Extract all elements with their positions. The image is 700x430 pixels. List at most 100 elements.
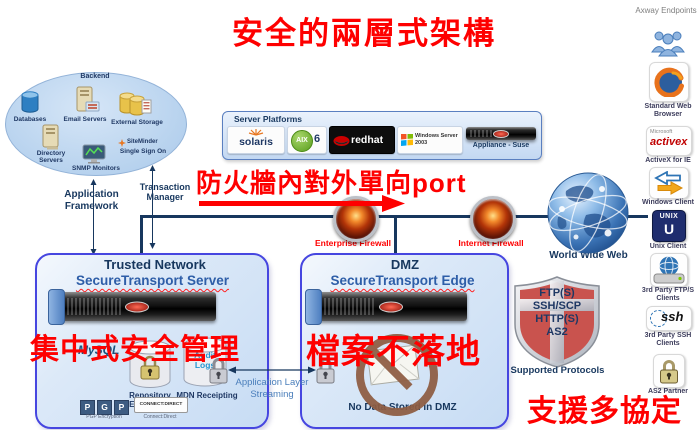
windows-client-tile: [649, 167, 689, 199]
suse-appliance-image: [466, 127, 536, 140]
pgp-letter: G: [97, 400, 112, 415]
solaris-sun-icon: [248, 129, 264, 136]
server-platforms-title: Server Platforms: [234, 114, 303, 124]
directory-servers-label: Directory Servers: [36, 150, 66, 165]
mdn-receipting-label: MDN Receipting: [176, 391, 238, 400]
protocol-https: HTTP(S): [535, 313, 579, 325]
internet-firewall-label: Internet Firewall: [458, 238, 524, 248]
unix-client-label: Unix Client: [649, 243, 687, 250]
gold-lock-icon: [660, 360, 678, 384]
central-management-annotation: 集中式安全管理: [30, 334, 241, 366]
transaction-manager-arrow: [149, 165, 156, 249]
solaris-tile: solaris: [227, 126, 285, 154]
microsoft-brand: Microsoft: [650, 129, 673, 135]
unix-client-tile: UNIX U: [652, 210, 686, 242]
as2-partner-label: AS2 Partner: [647, 388, 689, 395]
activex-for-ie-label: ActiveX for IE: [645, 157, 691, 164]
standard-web-browser-label: Standard Web Browser: [644, 103, 692, 119]
supported-protocols-label: Supported Protocols: [510, 365, 605, 376]
protocol-ssh-scp: SSH/SCP: [532, 300, 582, 312]
aix-logo: AIX: [296, 137, 308, 144]
streaming-lock-left-icon: [209, 358, 228, 384]
securetransport-edge-title: SecureTransport Edge: [330, 273, 475, 288]
securetransport-edge-image: [305, 289, 467, 325]
email-servers-label: Email Servers: [63, 116, 107, 123]
connect-direct-label: Connect:Direct: [143, 414, 177, 420]
streaming-arrow: [228, 366, 316, 374]
dmz-title: DMZ: [390, 257, 420, 272]
ssh-logo: ssh: [661, 309, 684, 324]
securetransport-server-image: [48, 289, 216, 325]
windows-tile: Windows Server 2003: [397, 126, 463, 154]
firewall-port-annotation: 防火牆內對外單向port: [196, 168, 467, 198]
aix-tile: AIX 6: [287, 126, 327, 154]
audit-logs-text: Audit Logs: [194, 350, 216, 371]
databases-icon: [21, 91, 39, 113]
solaris-logo: solaris: [239, 136, 273, 148]
unix-logo: UNIX: [659, 213, 679, 220]
edge-tab: [305, 289, 322, 325]
streaming-lock-right-icon: [316, 358, 335, 384]
appliance-suse-label: Appliance - Suse: [472, 142, 530, 149]
single-sign-on-label: Single Sign On: [119, 148, 167, 155]
connect-direct-logo: CONNECT:DIRECT: [139, 402, 183, 407]
redhat-hat-icon: [333, 136, 350, 146]
aix-circle: AIX: [291, 130, 313, 152]
backend-label: Backend: [80, 73, 110, 80]
ssh-clients-label: 3rd Party SSH Clients: [644, 332, 692, 348]
application-framework-label: Application Framework: [64, 189, 119, 212]
application-layer-streaming-label: Application Layer Streaming: [235, 377, 309, 400]
transaction-manager-label: Transaction Manager: [139, 182, 191, 203]
ftp-clients-tile: [650, 253, 688, 287]
world-wide-web-globe: [547, 172, 629, 254]
internet-firewall-icon: [470, 196, 516, 242]
connect-direct-logo-box: CONNECT:DIRECT: [134, 397, 188, 413]
sync-arrows-icon: [654, 171, 684, 195]
enterprise-firewall-label: Enterprise Firewall: [314, 238, 392, 248]
snmp-monitors-icon: [82, 144, 106, 164]
firefox-icon: [654, 67, 684, 97]
external-storage-icon: [119, 92, 152, 116]
trusted-drop-line: [140, 215, 143, 256]
pgp-letter: P: [80, 400, 95, 415]
siteminder-logo: SiteMinder: [127, 139, 158, 145]
siteminder-star-icon: [118, 139, 126, 147]
axway-endpoints-people-icon: [651, 31, 685, 57]
no-data-landing-annotation: 檔案不落地: [306, 333, 481, 371]
protocol-as2: AS2: [546, 326, 568, 338]
email-servers-icon: [76, 86, 100, 112]
enterprise-firewall-icon: [333, 196, 379, 242]
repository-cylinder-icon: [129, 340, 171, 388]
pgp-encryption-label: PGP Encryption: [86, 414, 122, 420]
activex-tile: Microsoft activex: [646, 126, 692, 156]
ftp-clients-label: 3rd Party FTP/S Clients: [641, 287, 695, 303]
protocol-ftps: FTP(S): [539, 287, 575, 299]
external-storage-label: External Storage: [111, 119, 163, 126]
databases-label: Databases: [13, 116, 47, 123]
protocols-shield-icon: [514, 276, 600, 368]
unix-letter: U: [663, 221, 675, 237]
multi-protocol-annotation: 支援多協定: [527, 395, 682, 428]
aix-version: 6: [314, 133, 321, 145]
standard-web-browser-tile: [649, 62, 689, 102]
ssh-clients-tile: ssh: [646, 306, 692, 331]
ssh-dotted-circle-icon: [650, 310, 667, 327]
pgp-letter: P: [114, 400, 129, 415]
ftp-globe-drive-icon: [653, 256, 685, 284]
directory-servers-icon: [42, 124, 59, 150]
page-title: 安全的兩層式架構: [232, 16, 496, 51]
shield-protocols-list: FTP(S) SSH/SCP HTTP(S) AS2: [513, 287, 601, 339]
as2-partner-tile: [653, 354, 685, 388]
axway-endpoints-title: Axway Endpoints: [635, 6, 697, 15]
windows-client-label: Windows Client: [641, 199, 695, 206]
mysql-logo: MySQL: [78, 343, 120, 357]
windows-flag-icon: [401, 134, 413, 146]
application-framework-arrow: [90, 179, 97, 255]
activex-logo: activex: [650, 136, 688, 148]
securetransport-server-title: SecureTransport Server: [75, 273, 230, 288]
dmz-drop-line: [394, 215, 397, 256]
one-way-port-arrow: [199, 195, 405, 212]
redhat-tile: redhat: [329, 126, 395, 154]
